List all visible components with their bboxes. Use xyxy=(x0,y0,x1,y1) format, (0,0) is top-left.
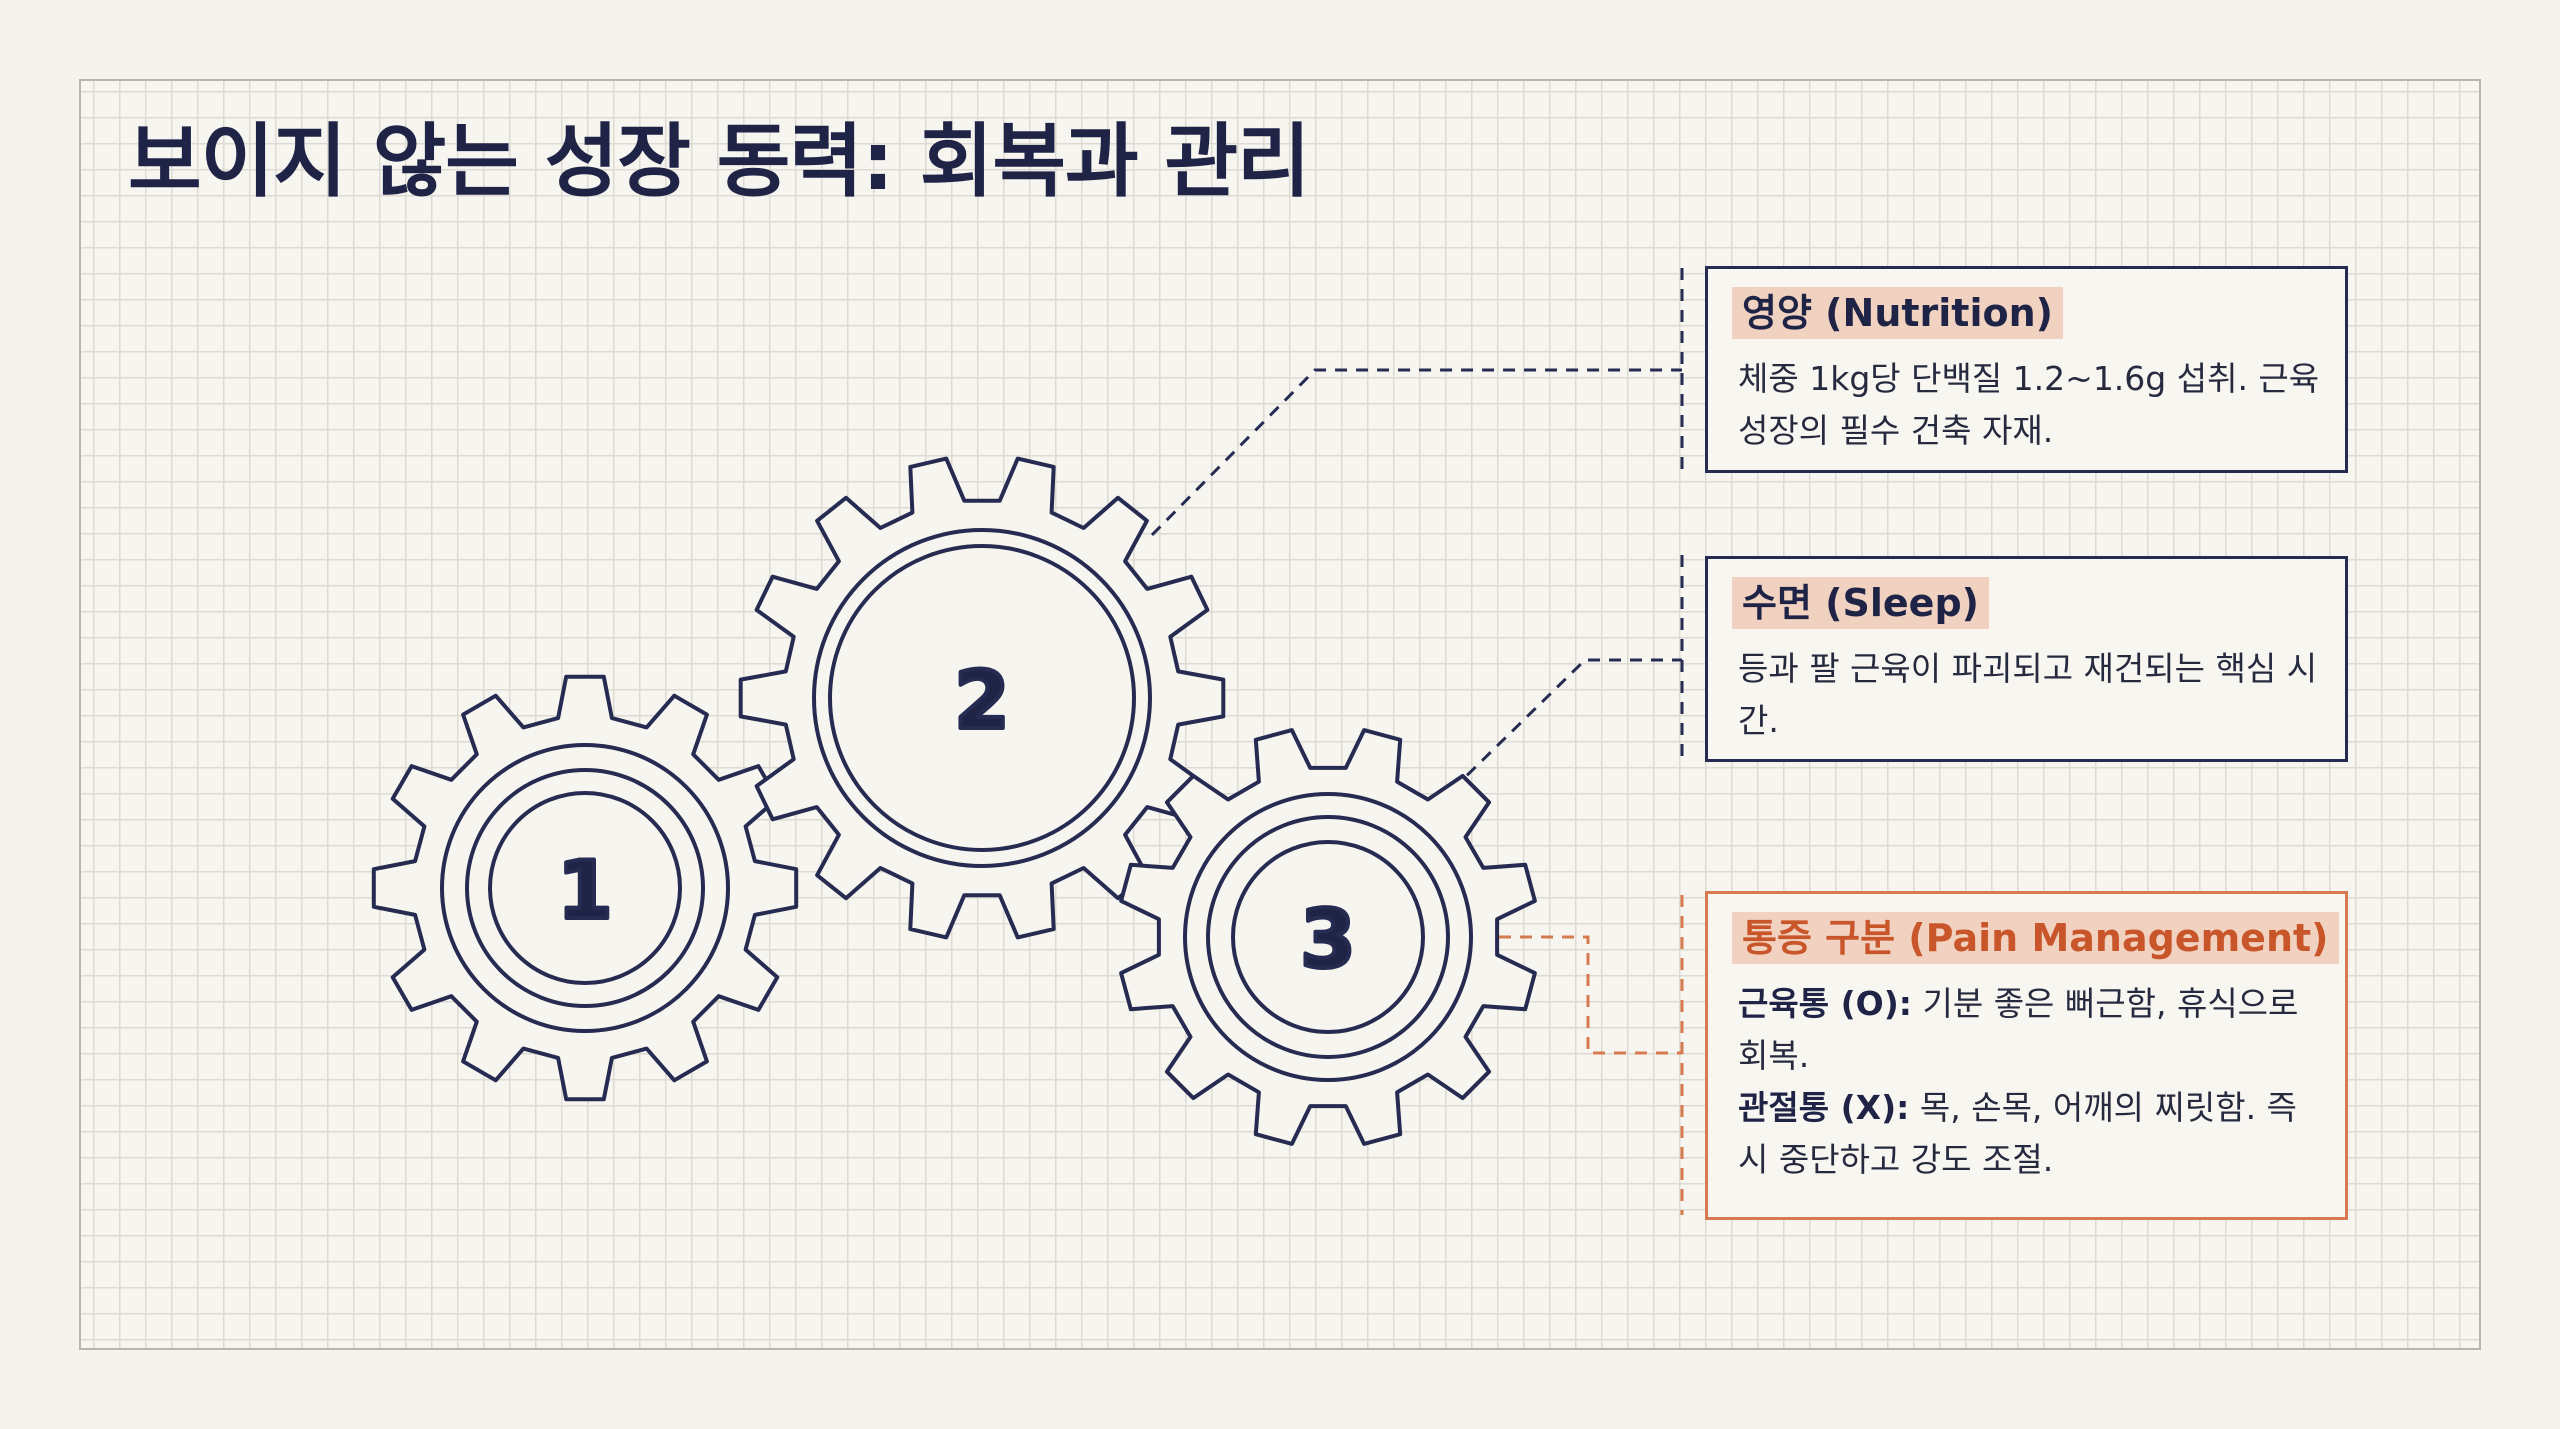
gear-2-hub xyxy=(828,544,1136,852)
muscle-pain-label: 근육통 (O): xyxy=(1738,984,1912,1023)
joint-pain-label: 관절통 (X): xyxy=(1738,1088,1910,1127)
sleep-card: 수면 (Sleep) 등과 팔 근육이 파괴되고 재건되는 핵심 시간. xyxy=(1705,556,2348,762)
slide-title: 보이지 않는 성장 동력: 회복과 관리 xyxy=(128,115,1311,208)
nutrition-card-body: 체중 1kg당 단백질 1.2~1.6g 섭취. 근육 성장의 필수 건축 자재… xyxy=(1738,359,2320,450)
pain-card-title: 통증 구분 (Pain Management) xyxy=(1732,912,2339,964)
gear-2-label: 2 xyxy=(954,654,1010,747)
gear-3-hub xyxy=(1231,840,1425,1034)
nutrition-card-title: 영양 (Nutrition) xyxy=(1732,287,2064,339)
joint-pain-line: 관절통 (X): 목, 손목, 어깨의 찌릿함. 즉시 중단하고 강도 조절. xyxy=(1738,1082,2321,1186)
sleep-card-title: 수면 (Sleep) xyxy=(1732,577,1990,629)
nutrition-card: 영양 (Nutrition) 체중 1kg당 단백질 1.2~1.6g 섭취. … xyxy=(1705,266,2348,473)
connector-sleep xyxy=(1450,658,1682,792)
connectors xyxy=(1150,268,1684,1215)
sleep-card-body: 등과 팔 근육이 파괴되고 재건되는 핵심 시간. xyxy=(1738,649,2318,740)
pain-card-body: 근육통 (O): 기분 좋은 뻐근함, 휴식으로 회복. 관절통 (X): 목,… xyxy=(1732,978,2321,1186)
pain-management-card: 통증 구분 (Pain Management) 근육통 (O): 기분 좋은 뻐… xyxy=(1705,891,2348,1220)
connector-pain xyxy=(1478,935,1682,1055)
gear-1-label: 1 xyxy=(557,844,613,937)
joint-pain-text: 목, 손목, 어깨의 찌릿함. 즉시 중단하고 강도 조절. xyxy=(1738,1088,2297,1179)
gear-3: 3 xyxy=(1119,728,1537,1146)
connector-nutrition xyxy=(1150,368,1682,537)
gear-1-hub xyxy=(488,791,682,985)
muscle-pain-text: 기분 좋은 뻐근함, 휴식으로 회복. xyxy=(1738,984,2299,1075)
gear-3-label: 3 xyxy=(1300,893,1356,986)
muscle-pain-line: 근육통 (O): 기분 좋은 뻐근함, 휴식으로 회복. xyxy=(1738,978,2321,1082)
gear-1: 1 xyxy=(371,674,799,1102)
gear-2: 2 xyxy=(738,456,1226,940)
